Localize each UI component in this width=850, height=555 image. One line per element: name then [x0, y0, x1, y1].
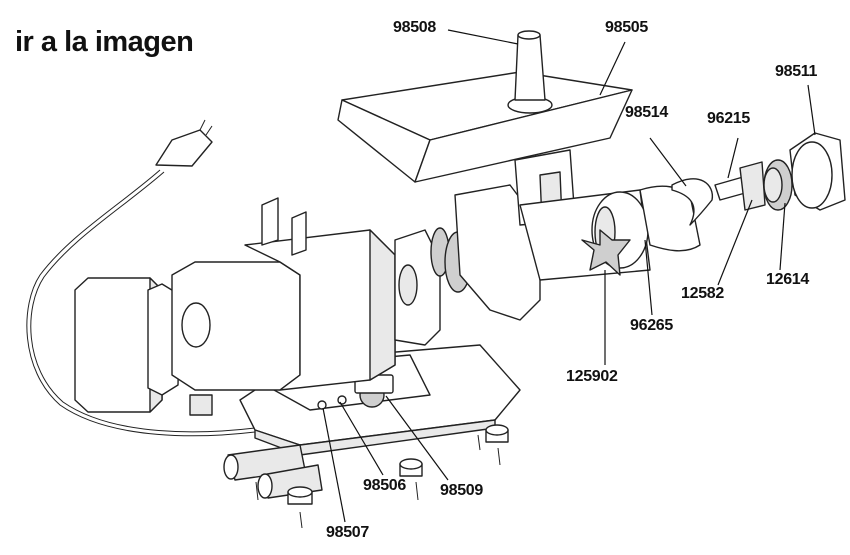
- part-label-98506: 98506: [363, 477, 406, 494]
- part-label-98507: 98507: [326, 524, 369, 541]
- power-cord: [26, 119, 271, 437]
- knife-and-plate: [714, 159, 793, 211]
- part-label-98509: 98509: [440, 482, 483, 499]
- part-label-98508: 98508: [393, 19, 436, 36]
- grinder-head: [454, 149, 651, 321]
- part-label-125902: 125902: [566, 368, 618, 385]
- motor-housing: [171, 197, 441, 391]
- leader-lines: [322, 29, 816, 523]
- rubber-feet: [189, 394, 509, 529]
- part-label-96265: 96265: [630, 317, 673, 334]
- part-label-98511: 98511: [775, 63, 818, 80]
- go-to-image-link[interactable]: ir a la imagen: [15, 26, 194, 58]
- retaining-ring: [789, 132, 846, 211]
- part-label-96215: 96215: [707, 110, 750, 127]
- star-knob: [581, 229, 631, 276]
- auger-screw: [639, 178, 714, 252]
- feed-tray: [337, 30, 633, 183]
- part-label-12582: 12582: [681, 285, 724, 302]
- part-label-98505: 98505: [605, 19, 648, 36]
- part-label-12614: 12614: [766, 271, 809, 288]
- part-label-98514: 98514: [625, 104, 668, 121]
